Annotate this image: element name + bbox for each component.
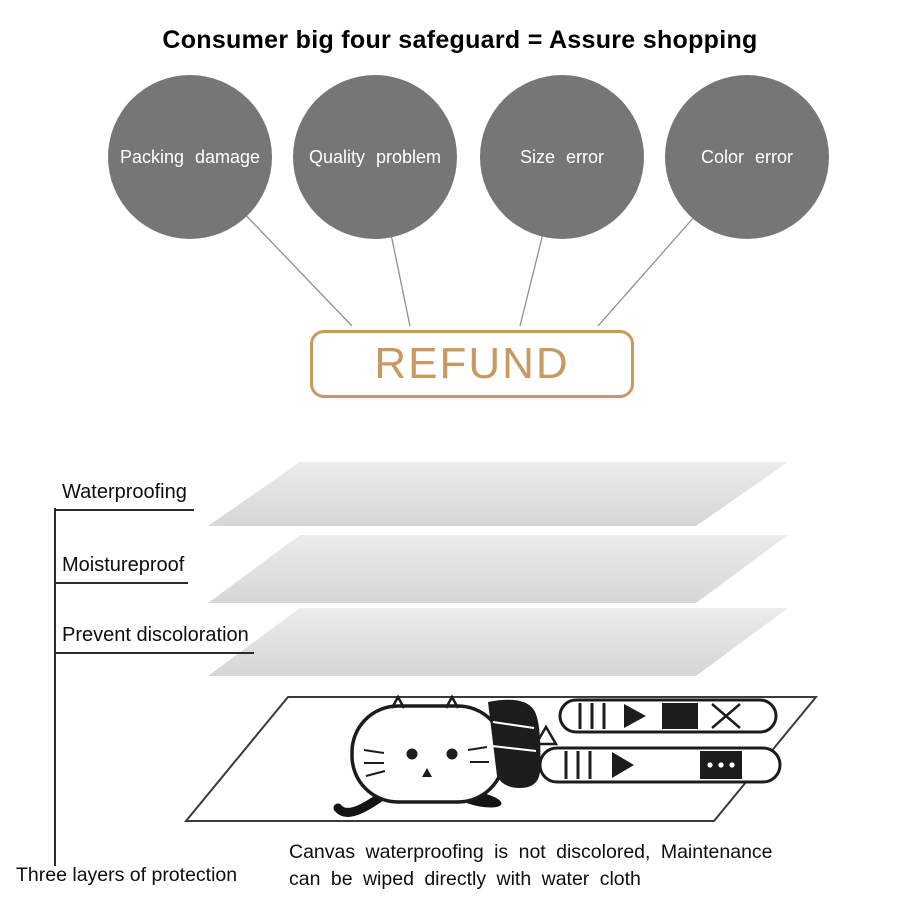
layer-label-moistureproof: Moistureproof	[54, 554, 188, 584]
safeguard-label: Packing damage	[119, 146, 261, 167]
canvas-illustration	[333, 694, 782, 817]
safeguard-label: Quality problem	[308, 146, 442, 167]
caption-line-2: can be wiped directly with water cloth	[289, 868, 641, 890]
caption: Canvas waterproofing is not discolored, …	[289, 839, 773, 893]
safeguard-circle-color-error: Color error	[665, 75, 829, 239]
refund-box: REFUND	[310, 330, 634, 398]
safeguard-label: Size error	[519, 146, 605, 167]
layer-label-waterproofing: Waterproofing	[54, 481, 194, 511]
layer-label-prevent-discoloration: Prevent discoloration	[54, 624, 254, 654]
connector-lines	[189, 156, 748, 327]
caption-line-1: Canvas waterproofing is not discolored, …	[289, 841, 773, 863]
safeguard-circle-size-error: Size error	[480, 75, 644, 239]
moistureproof-sheet	[208, 535, 788, 603]
bracket-line	[54, 508, 56, 866]
bracket-label: Three layers of protection	[16, 864, 238, 886]
safeguard-circle-quality-problem: Quality problem	[293, 75, 457, 239]
page-title: Consumer big four safeguard = Assure sho…	[162, 26, 758, 54]
refund-label: REFUND	[374, 339, 570, 388]
discoloration-sheet	[208, 608, 788, 676]
waterproofing-sheet	[208, 462, 788, 526]
safeguard-circle-packing-damage: Packing damage	[108, 75, 272, 239]
safeguard-label: Color error	[700, 146, 794, 167]
